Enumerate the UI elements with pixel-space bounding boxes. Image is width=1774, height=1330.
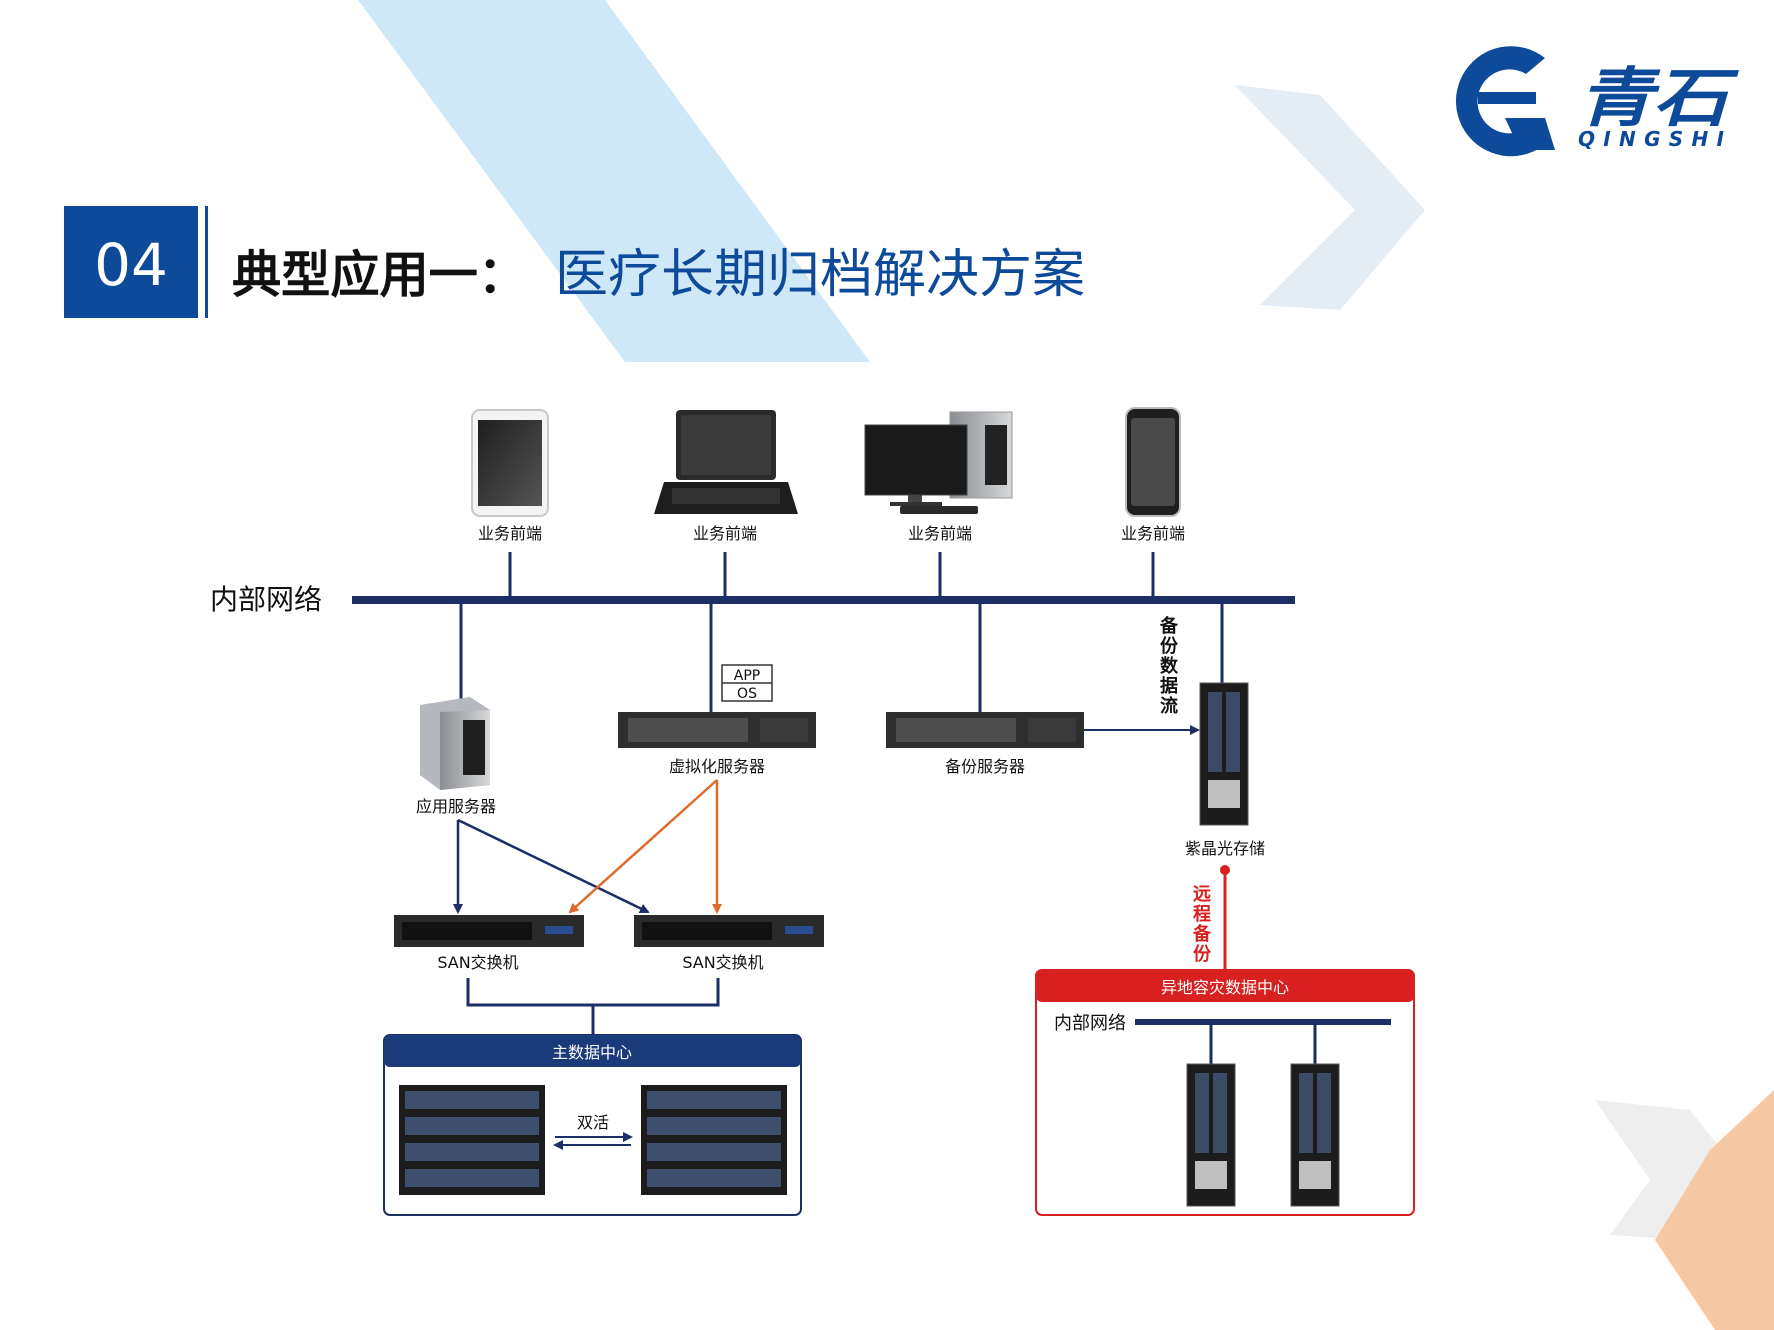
section-number: 04	[94, 231, 168, 299]
logo-name-cn: 青石	[1578, 62, 1740, 136]
app-server-label: 应用服务器	[416, 797, 496, 816]
san-switch-icon	[394, 915, 584, 947]
virtual-server-label: 虚拟化服务器	[669, 757, 765, 776]
front-end-label: 业务前端	[908, 524, 972, 543]
section-number-badge	[64, 206, 198, 318]
front-end-devices: 业务前端 业务前端 业务前端 业务前端	[471, 407, 1185, 543]
optical-storage-icon	[1290, 1063, 1340, 1207]
storage-array-icon	[399, 1085, 545, 1195]
san-switch-label: SAN交换机	[437, 953, 518, 972]
san-switch-label: SAN交换机	[682, 953, 763, 972]
remote-data-center: 异地容灾数据中心 内部网络	[1035, 969, 1415, 1216]
main-dc-title: 主数据中心	[552, 1043, 632, 1062]
storage-array-icon	[641, 1085, 787, 1195]
internal-network: 内部网络	[210, 552, 1295, 712]
tablet-icon	[471, 409, 549, 517]
vm-os-label: OS	[737, 686, 757, 702]
laptop-icon	[654, 410, 798, 514]
remote-backup-label: 远 程 备 份	[1192, 884, 1217, 965]
background-decoration	[358, 0, 1774, 1330]
backup-flow-label: 备 份 数 据 流	[1159, 615, 1184, 717]
internal-network-label: 内部网络	[210, 583, 322, 616]
virtualization-server: APP OS 虚拟化服务器	[618, 664, 816, 776]
front-end-label: 业务前端	[478, 524, 542, 543]
active-active-label: 双活	[577, 1113, 609, 1132]
san-switches: SAN交换机 SAN交换机	[394, 915, 824, 1035]
san-connections	[453, 779, 722, 914]
front-end-label: 业务前端	[693, 524, 757, 543]
backup-server: 备份服务器 备 份 数 据 流	[886, 615, 1200, 776]
optical-storage-icon	[1186, 1063, 1236, 1207]
optical-storage: 紫晶光存储 远 程 备 份	[1185, 682, 1265, 970]
application-server: 应用服务器	[416, 697, 496, 816]
page-title-main: 医疗长期归档解决方案	[555, 245, 1085, 305]
vm-app-label: APP	[734, 668, 760, 684]
main-data-center: 主数据中心 双活	[383, 1034, 802, 1216]
qingshi-logo: 青石 QINGSHI	[1455, 46, 1740, 157]
remote-network-bus	[1135, 1019, 1391, 1025]
san-switch-icon	[634, 915, 824, 947]
section-header: 04 典型应用一： 医疗长期归档解决方案	[64, 206, 1085, 318]
optical-storage-label: 紫晶光存储	[1185, 839, 1265, 858]
backup-server-label: 备份服务器	[945, 757, 1025, 776]
phone-icon	[1125, 407, 1181, 517]
page-title-prefix: 典型应用一：	[232, 246, 527, 304]
desktop-icon	[864, 411, 1013, 514]
remote-network-label: 内部网络	[1054, 1013, 1126, 1034]
logo-name-en: QINGSHI	[1578, 127, 1725, 151]
front-end-label: 业务前端	[1121, 524, 1185, 543]
network-bus	[352, 596, 1295, 604]
remote-dc-title: 异地容灾数据中心	[1161, 978, 1289, 997]
